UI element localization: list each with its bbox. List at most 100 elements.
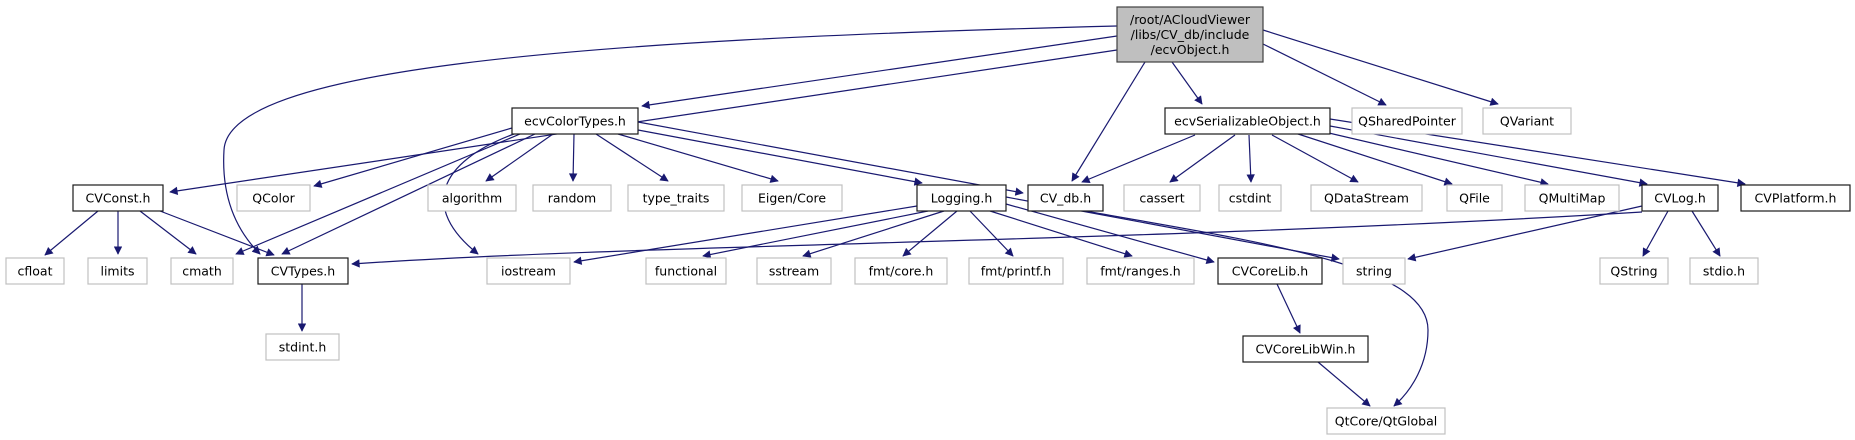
- node-box-cfloat: [5, 257, 65, 285]
- node-label-CVLog: CVLog.h: [1654, 191, 1706, 206]
- node-ecvColorTypes[interactable]: ecvColorTypes.h: [511, 107, 639, 135]
- node-CV_db[interactable]: CV_db.h: [1027, 184, 1104, 212]
- node-box-limits: [87, 257, 148, 285]
- node-limits: limits: [87, 257, 148, 285]
- node-ecvSerializableObject[interactable]: ecvSerializableObject.h: [1164, 107, 1331, 135]
- node-algorithm: algorithm: [427, 184, 517, 212]
- node-box-QMultiMap: [1524, 184, 1620, 212]
- node-box-CVTypes[interactable]: [257, 257, 349, 285]
- node-box-QSharedPointer: [1351, 107, 1463, 135]
- node-box-stdioh: [1689, 257, 1759, 285]
- node-CVPlatform[interactable]: CVPlatform.h: [1740, 184, 1851, 212]
- edge-root-to-QSharedPointer: [1262, 43, 1387, 106]
- edge-ecvSerializableObject-to-CVLog: [1329, 125, 1648, 187]
- node-Logging[interactable]: Logging.h: [916, 184, 1007, 212]
- edge-ecvSerializableObject-to-QFile: [1294, 132, 1453, 186]
- edge-Logging-to-sstream: [802, 210, 945, 258]
- node-CVCoreLibWin[interactable]: CVCoreLibWin.h: [1242, 335, 1369, 363]
- node-box-CVCoreLib[interactable]: [1217, 257, 1323, 285]
- node-box-cmath: [170, 257, 234, 285]
- node-cfloat: cfloat: [5, 257, 65, 285]
- node-fmtranges: fmt/ranges.h: [1086, 257, 1195, 285]
- edge-CV_db-to-QtGlobal: [1084, 210, 1429, 407]
- node-CVLog[interactable]: CVLog.h: [1641, 184, 1719, 212]
- edge-root-to-QVariant: [1262, 29, 1499, 106]
- node-label-CVCoreLibWin: CVCoreLibWin.h: [1256, 342, 1356, 357]
- node-label-fmtprintf: fmt/printf.h: [981, 264, 1051, 279]
- node-type_traits: type_traits: [627, 184, 725, 212]
- node-box-cstdint: [1218, 184, 1282, 212]
- node-QtGlobal: QtCore/QtGlobal: [1326, 407, 1446, 435]
- node-label-stdioh: stdio.h: [1703, 264, 1745, 279]
- node-box-CVLog[interactable]: [1641, 184, 1719, 212]
- node-label-limits: limits: [100, 264, 134, 279]
- node-label-Logging: Logging.h: [931, 191, 993, 206]
- node-CVCoreLib[interactable]: CVCoreLib.h: [1217, 257, 1323, 285]
- node-random: random: [532, 184, 612, 212]
- node-label-QString: QString: [1610, 264, 1657, 279]
- edge-root-to-CV_db: [1071, 61, 1146, 182]
- node-box-Logging[interactable]: [916, 184, 1007, 212]
- node-box-QDataStream: [1310, 184, 1423, 212]
- node-box-root: [1116, 6, 1264, 63]
- node-box-sstream: [756, 257, 832, 285]
- node-box-algorithm: [427, 184, 517, 212]
- node-box-functional: [645, 257, 727, 285]
- node-box-ecvColorTypes[interactable]: [511, 107, 639, 135]
- node-EigenCore: Eigen/Core: [741, 184, 843, 212]
- edge-CVLog-to-QString: [1642, 210, 1669, 257]
- node-box-CVConst[interactable]: [72, 184, 164, 212]
- node-box-fmtranges: [1086, 257, 1195, 285]
- edge-ecvColorTypes-to-CV_db: [637, 121, 1024, 196]
- node-label-string: string: [1356, 264, 1392, 279]
- node-label-CVCoreLib: CVCoreLib.h: [1232, 264, 1308, 279]
- node-label-iostream: iostream: [501, 264, 556, 279]
- node-box-EigenCore: [741, 184, 843, 212]
- node-label-sstream: sstream: [769, 264, 819, 279]
- node-box-iostream: [486, 257, 571, 285]
- node-QMultiMap: QMultiMap: [1524, 184, 1620, 212]
- node-QFile: QFile: [1446, 184, 1503, 212]
- edge-ecvColorTypes-to-Logging: [637, 129, 923, 186]
- node-CVConst[interactable]: CVConst.h: [72, 184, 164, 212]
- node-label-QDataStream: QDataStream: [1324, 191, 1409, 206]
- node-box-QString: [1599, 257, 1669, 285]
- node-label-stdinth: stdint.h: [279, 340, 327, 355]
- node-box-CVCoreLibWin[interactable]: [1242, 335, 1369, 363]
- node-fmtcore: fmt/core.h: [854, 257, 948, 285]
- edge-ecvColorTypes-to-random: [568, 133, 578, 182]
- node-label-cassert: cassert: [1139, 191, 1184, 206]
- node-QString: QString: [1599, 257, 1669, 285]
- node-label-cmath: cmath: [182, 264, 222, 279]
- edge-Logging-to-fmtprintf: [969, 210, 1014, 257]
- node-box-random: [532, 184, 612, 212]
- node-QVariant: QVariant: [1482, 107, 1572, 135]
- edge-Logging-to-fmtranges: [989, 210, 1133, 258]
- node-box-CV_db[interactable]: [1027, 184, 1104, 212]
- edge-Logging-to-fmtcore: [902, 210, 958, 257]
- node-box-fmtcore: [854, 257, 948, 285]
- edge-Logging-to-iostream: [573, 205, 918, 265]
- graph-nodes: /root/ACloudViewer/libs/CV_db/include/ec…: [5, 6, 1851, 435]
- node-box-QVariant: [1482, 107, 1572, 135]
- node-CVTypes[interactable]: CVTypes.h: [257, 257, 349, 285]
- node-label-fmtranges: fmt/ranges.h: [1100, 264, 1180, 279]
- edge-ecvColorTypes-to-type_traits: [595, 133, 669, 182]
- node-box-CVPlatform[interactable]: [1740, 184, 1851, 212]
- node-box-ecvSerializableObject[interactable]: [1164, 107, 1331, 135]
- node-functional: functional: [645, 257, 727, 285]
- node-cstdint: cstdint: [1218, 184, 1282, 212]
- edge-root-to-ecvSerializableObject: [1171, 61, 1203, 105]
- node-box-cassert: [1123, 184, 1201, 212]
- edge-ecvColorTypes-to-CVTypes: [281, 133, 536, 255]
- edge-ecvColorTypes-to-algorithm: [485, 133, 554, 182]
- node-label-CVConst: CVConst.h: [86, 191, 151, 206]
- node-label-cstdint: cstdint: [1229, 191, 1272, 206]
- edge-ecvSerializableObject-to-QDataStream: [1271, 134, 1359, 183]
- node-label-ecvColorTypes: ecvColorTypes.h: [524, 114, 626, 129]
- edge-root-to-ecvColorTypes: [641, 35, 1118, 110]
- edge-ecvSerializableObject-to-cstdint: [1246, 134, 1255, 183]
- node-box-string: [1342, 257, 1406, 285]
- node-label-root: /root/ACloudViewer/libs/CV_db/include/ec…: [1130, 12, 1251, 57]
- node-QSharedPointer: QSharedPointer: [1351, 107, 1463, 135]
